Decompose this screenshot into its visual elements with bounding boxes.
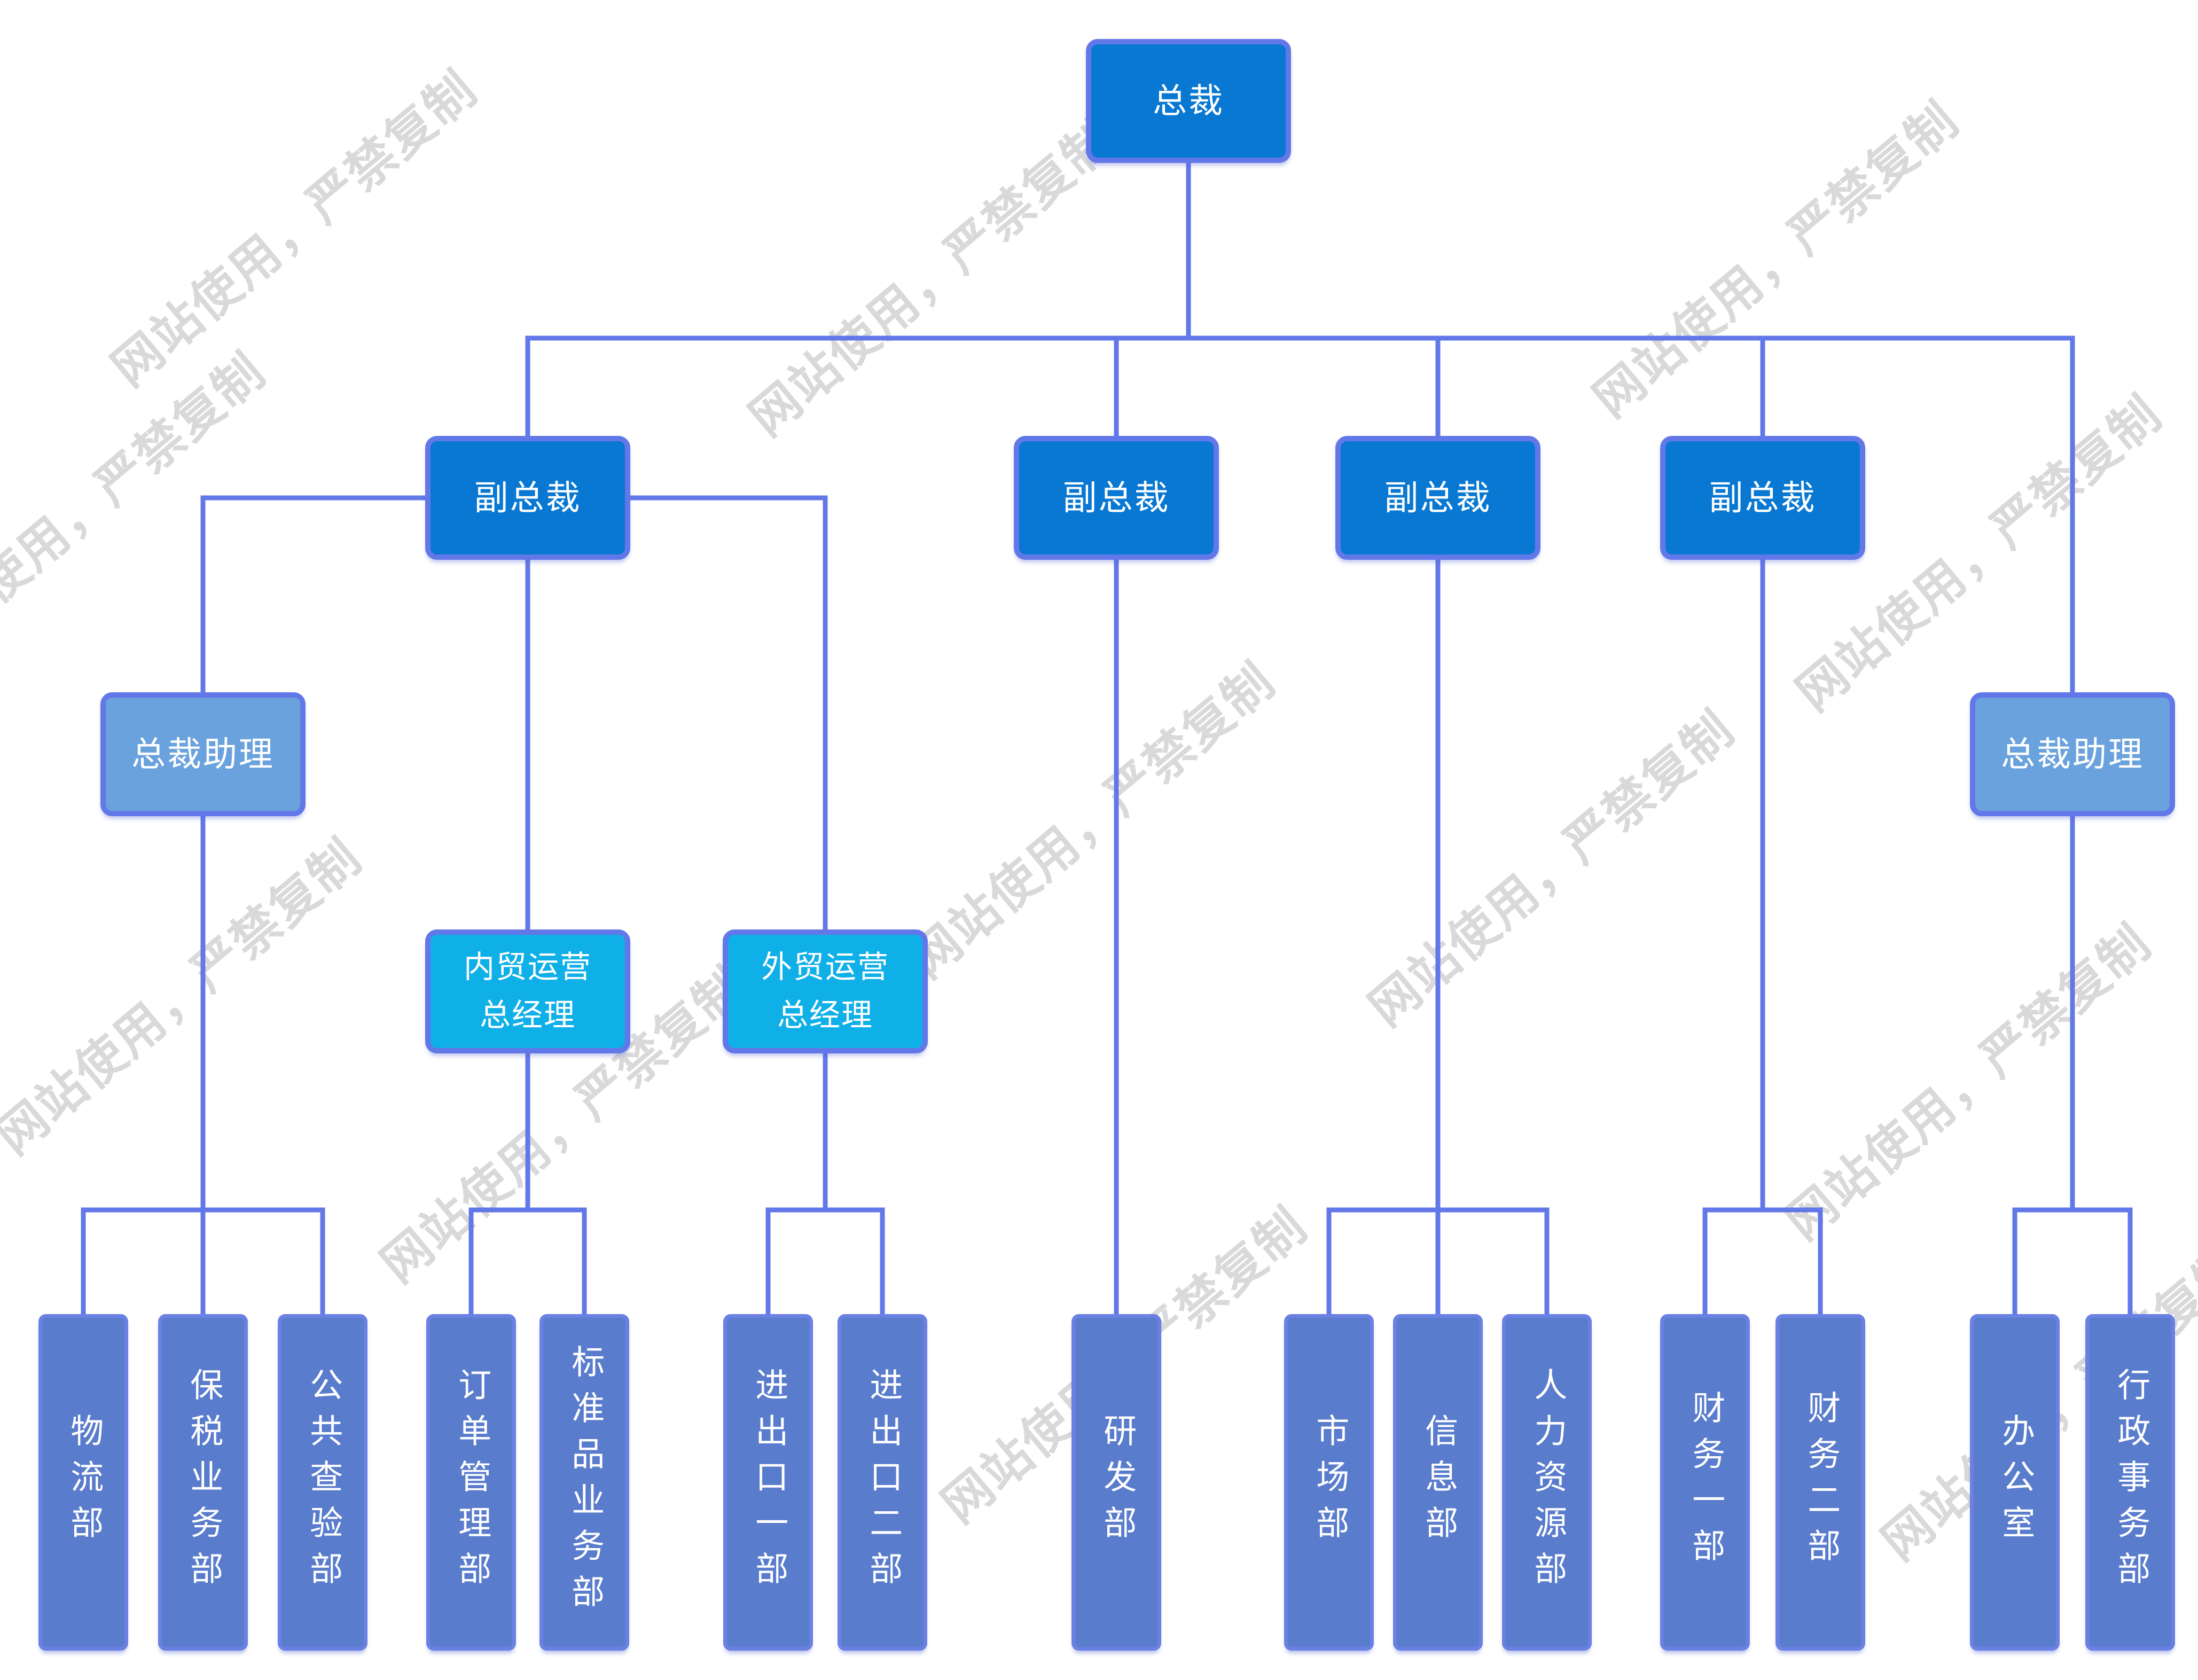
node-department-finance-1[interactable]: 财务一部 bbox=[1660, 1314, 1750, 1651]
node-assistant-right[interactable]: 总裁助理 bbox=[1970, 692, 2175, 816]
node-vice-president-2-label: 副总裁 bbox=[1062, 478, 1170, 517]
node-department-import-export-2[interactable]: 进出口二部 bbox=[838, 1314, 927, 1651]
connector-president-rail bbox=[525, 160, 2075, 695]
node-vice-president-3-label: 副总裁 bbox=[1384, 478, 1492, 517]
department-label: 财务二部 bbox=[1802, 1390, 1840, 1574]
department-label: 进出口一部 bbox=[750, 1368, 787, 1597]
node-department-marketing[interactable]: 市场部 bbox=[1284, 1314, 1374, 1651]
node-president[interactable]: 总裁 bbox=[1086, 39, 1291, 163]
connector-mid-drops bbox=[200, 557, 2075, 1317]
node-department-logistics[interactable]: 物流部 bbox=[38, 1314, 128, 1651]
node-department-information[interactable]: 信息部 bbox=[1393, 1314, 1483, 1651]
node-department-office[interactable]: 办公室 bbox=[1970, 1314, 2060, 1651]
node-gm-foreign-line2: 总经理 bbox=[777, 998, 873, 1033]
node-gm-domestic-line1: 内贸运营 bbox=[463, 950, 592, 985]
department-label: 保税业务部 bbox=[185, 1368, 222, 1597]
department-label: 财务一部 bbox=[1687, 1390, 1724, 1574]
department-label: 办公室 bbox=[1997, 1413, 2034, 1551]
department-label: 公共查验部 bbox=[304, 1368, 342, 1597]
node-vice-president-1-label: 副总裁 bbox=[474, 478, 582, 517]
node-vice-president-4[interactable]: 副总裁 bbox=[1660, 436, 1865, 560]
node-department-bonded-business[interactable]: 保税业务部 bbox=[158, 1314, 248, 1651]
node-department-rnd[interactable]: 研发部 bbox=[1071, 1314, 1161, 1651]
department-label: 市场部 bbox=[1311, 1413, 1348, 1551]
node-gm-domestic-line2: 总经理 bbox=[479, 998, 576, 1033]
node-department-public-inspection[interactable]: 公共查验部 bbox=[278, 1314, 367, 1651]
node-department-order-management[interactable]: 订单管理部 bbox=[426, 1314, 516, 1651]
node-department-human-resources[interactable]: 人力资源部 bbox=[1502, 1314, 1592, 1651]
node-gm-domestic-trade[interactable]: 内贸运营 总经理 bbox=[425, 929, 630, 1053]
connector-vp1-branches bbox=[200, 495, 828, 932]
node-gm-foreign-line1: 外贸运营 bbox=[761, 950, 889, 985]
node-vice-president-2[interactable]: 副总裁 bbox=[1014, 436, 1219, 560]
node-president-label: 总裁 bbox=[1153, 81, 1224, 120]
node-department-finance-2[interactable]: 财务二部 bbox=[1775, 1314, 1865, 1651]
department-label: 研发部 bbox=[1098, 1413, 1136, 1551]
department-label: 人力资源部 bbox=[1529, 1368, 1566, 1597]
department-label: 信息部 bbox=[1420, 1413, 1457, 1551]
node-vice-president-1[interactable]: 副总裁 bbox=[425, 436, 630, 560]
node-department-import-export-1[interactable]: 进出口一部 bbox=[723, 1314, 813, 1651]
department-label: 行政事务部 bbox=[2112, 1368, 2149, 1597]
node-assistant-right-label: 总裁助理 bbox=[2001, 734, 2144, 773]
node-vice-president-3[interactable]: 副总裁 bbox=[1335, 436, 1540, 560]
connector-department-rails bbox=[81, 1207, 2133, 1317]
department-label: 进出口二部 bbox=[864, 1368, 902, 1597]
node-assistant-left-label: 总裁助理 bbox=[131, 734, 275, 773]
node-vice-president-4-label: 副总裁 bbox=[1709, 478, 1817, 517]
department-label: 标准品业务部 bbox=[566, 1345, 604, 1620]
department-label: 物流部 bbox=[65, 1413, 103, 1551]
node-department-standard-products[interactable]: 标准品业务部 bbox=[539, 1314, 629, 1651]
node-gm-foreign-trade[interactable]: 外贸运营 总经理 bbox=[723, 929, 928, 1053]
department-label: 订单管理部 bbox=[453, 1368, 490, 1597]
node-department-admin-affairs[interactable]: 行政事务部 bbox=[2085, 1314, 2175, 1651]
node-assistant-left[interactable]: 总裁助理 bbox=[100, 692, 306, 816]
